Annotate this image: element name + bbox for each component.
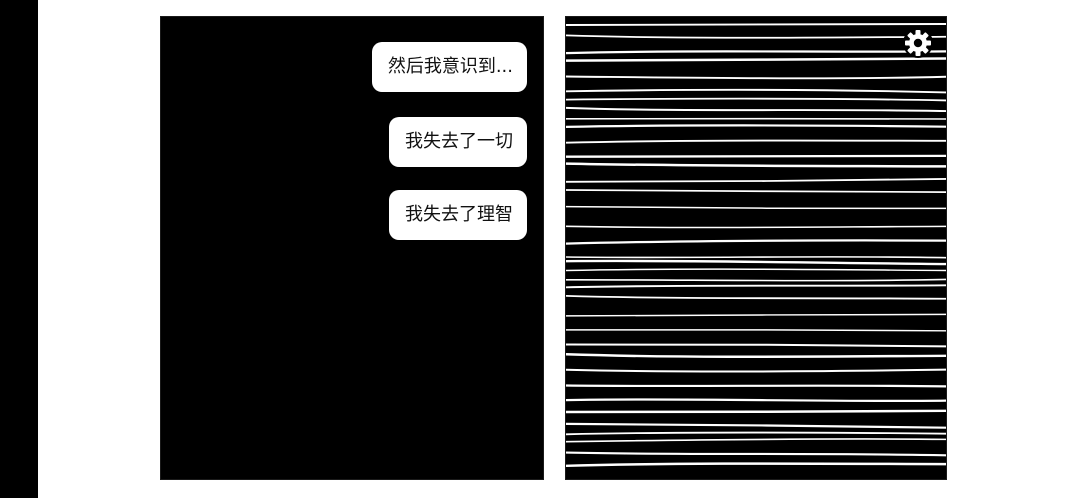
white-line [566,34,946,39]
white-line [566,139,946,144]
white-line [566,57,946,62]
white-line [566,75,946,80]
static-lines-panel [565,16,947,480]
dialogue-panel: 然后我意识到... 我失去了一切 我失去了理智 [160,16,544,480]
white-line [566,353,946,359]
gear-icon[interactable] [902,27,934,59]
horizontal-lines-art [566,22,946,468]
dialogue-text: 我失去了理智 [405,204,513,225]
white-line [566,384,946,388]
white-line [566,178,946,183]
white-line [566,154,946,158]
dialogue-text: 我失去了一切 [405,131,513,152]
white-line [566,162,946,168]
white-line [566,431,946,436]
white-line [566,313,946,317]
white-line [566,189,946,193]
white-line [566,259,946,266]
white-line [566,117,946,120]
white-line [566,438,946,443]
white-line [566,328,946,332]
white-line [566,343,946,348]
white-line [566,294,946,300]
white-line [566,106,946,113]
white-line [566,409,946,414]
white-line [566,22,946,27]
left-edge-bar [0,0,38,498]
white-line [566,462,946,468]
white-line [566,422,946,429]
white-line [566,239,946,245]
white-line [566,278,946,282]
white-line [566,97,946,102]
white-line [566,268,946,272]
dialogue-text: 然后我意识到... [387,56,513,77]
white-line [566,50,946,55]
white-line [566,284,946,289]
white-line [566,255,946,259]
dialogue-bubble[interactable]: 然后我意识到... [371,42,527,92]
white-line [566,225,946,229]
dialogue-bubble[interactable]: 我失去了一切 [389,117,527,167]
white-line [566,398,946,403]
white-line [566,205,946,210]
white-line [566,368,946,373]
white-line [566,88,946,94]
dialogue-bubble[interactable]: 我失去了理智 [389,190,527,240]
white-line [566,451,946,457]
white-line [566,124,946,129]
